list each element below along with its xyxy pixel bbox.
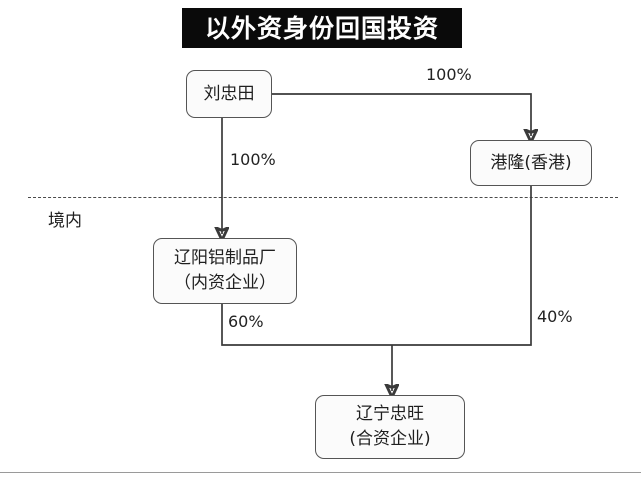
- node-ganglong: 港隆(香港): [470, 140, 592, 186]
- node-liuzhongtian-line1: 刘忠田: [203, 83, 255, 104]
- edge-label-ganglong-to-liaoning: 40%: [537, 307, 573, 326]
- diagram-title-banner: 以外资身份回国投资: [182, 8, 462, 48]
- edge-label-liaoyang-to-liaoning: 60%: [228, 312, 264, 331]
- node-liuzhongtian: 刘忠田: [186, 70, 272, 118]
- edge-label-liu-to-ganglong: 100%: [426, 65, 472, 84]
- edge-ganglong-to-junction: [392, 186, 532, 346]
- bottom-divider: [0, 472, 641, 473]
- jurisdiction-divider: [28, 197, 618, 198]
- node-liaoyang-line2: （内资企业）: [174, 273, 276, 293]
- edge-label-liu-to-liaoyang: 100%: [230, 150, 276, 169]
- node-liaoyang-line1: 辽阳铝制品厂: [174, 248, 276, 269]
- node-liaoning-zhongwang: 辽宁忠旺 (合资企业): [315, 395, 465, 459]
- page-title: 以外资身份回国投资: [204, 13, 439, 43]
- node-liaoyang-aluminum-factory: 辽阳铝制品厂 （内资企业）: [153, 238, 297, 304]
- edge-liu-to-ganglong: [272, 93, 531, 136]
- node-ganglong-line1: 港隆(香港): [490, 152, 572, 173]
- node-liaoning-line2: (合资企业): [349, 429, 431, 449]
- jurisdiction-label: 境内: [48, 211, 82, 231]
- node-liaoning-line1: 辽宁忠旺: [356, 404, 424, 425]
